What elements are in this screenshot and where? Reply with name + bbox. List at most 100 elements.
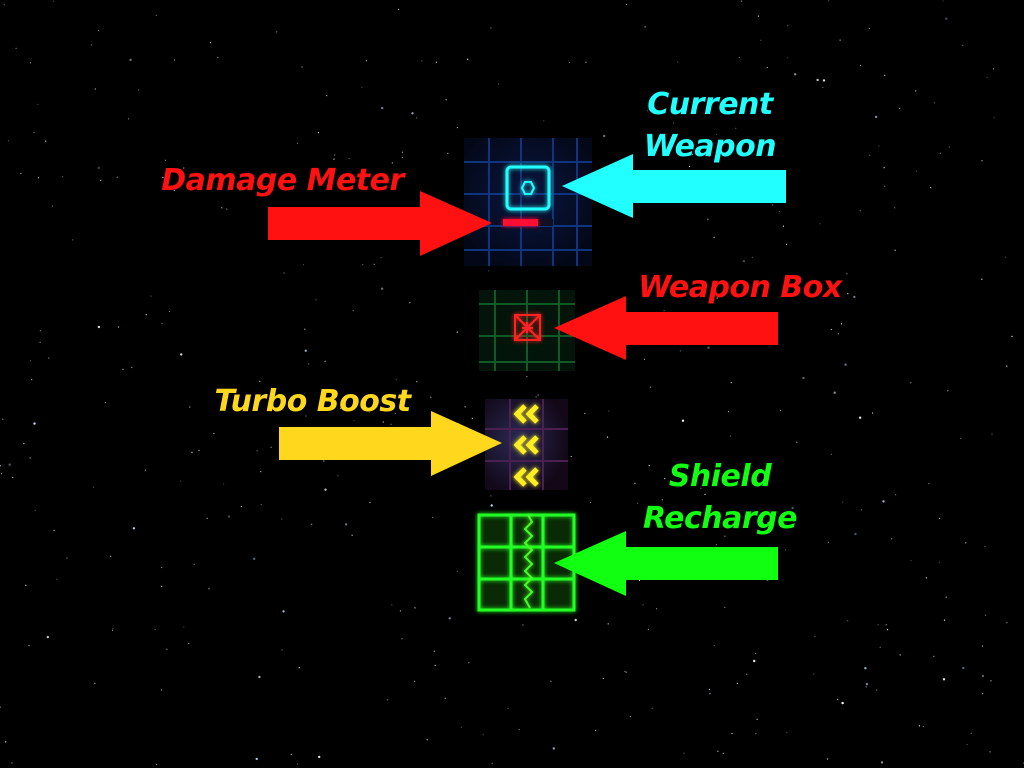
star — [981, 674, 985, 678]
star — [981, 160, 983, 162]
star — [847, 293, 849, 295]
star — [716, 133, 718, 136]
star — [1006, 365, 1008, 367]
star — [93, 486, 95, 488]
star — [894, 207, 896, 209]
star — [373, 263, 375, 265]
star — [180, 353, 183, 356]
star — [713, 236, 715, 239]
star — [369, 502, 371, 504]
shield-recharge-label-line1: Shield — [668, 459, 772, 494]
star — [846, 273, 848, 275]
star — [340, 407, 342, 409]
star — [731, 732, 733, 735]
star — [302, 264, 305, 266]
star — [910, 560, 912, 562]
star — [691, 153, 694, 155]
star — [48, 357, 50, 359]
star — [490, 27, 492, 29]
star — [161, 585, 163, 588]
star — [1011, 335, 1013, 337]
star — [990, 680, 992, 682]
star — [90, 44, 92, 46]
star — [23, 443, 25, 445]
star — [290, 753, 292, 755]
star — [12, 476, 14, 479]
star — [161, 566, 163, 569]
star — [643, 358, 646, 360]
star — [727, 411, 730, 413]
star — [217, 56, 219, 59]
star — [841, 701, 844, 705]
star — [154, 628, 156, 631]
star — [29, 62, 32, 64]
star — [858, 416, 862, 419]
weapon-box-arrow — [554, 296, 778, 360]
star — [227, 515, 231, 518]
star — [802, 376, 805, 380]
star — [700, 487, 702, 489]
star — [258, 675, 261, 679]
star — [334, 154, 336, 156]
star — [221, 207, 223, 209]
star — [715, 544, 718, 546]
star — [785, 549, 787, 551]
crossed-box-icon — [514, 314, 541, 341]
star — [543, 120, 545, 122]
turbo-boost-label: Turbo Boost — [214, 384, 411, 419]
star — [482, 734, 484, 736]
star — [37, 103, 39, 105]
star — [456, 570, 458, 573]
star — [351, 534, 353, 536]
star — [94, 88, 96, 90]
star — [877, 624, 879, 626]
star — [317, 132, 319, 134]
star — [910, 382, 912, 384]
star — [981, 645, 984, 647]
shield-recharge-label-line2: Recharge — [643, 501, 797, 536]
star — [716, 297, 718, 299]
star — [183, 626, 185, 628]
star — [259, 380, 261, 382]
star — [814, 635, 816, 638]
star — [915, 170, 918, 172]
star — [51, 205, 54, 207]
star — [490, 495, 492, 497]
star — [447, 152, 449, 154]
star — [460, 726, 462, 728]
star — [535, 396, 537, 398]
turbo-boost-tile — [485, 399, 568, 490]
star — [830, 453, 833, 455]
star — [398, 8, 400, 10]
star — [876, 689, 878, 691]
star — [651, 707, 653, 709]
star — [794, 73, 797, 76]
star — [981, 278, 983, 280]
star — [960, 437, 962, 440]
star — [276, 31, 278, 33]
star — [767, 521, 770, 524]
star — [595, 729, 597, 732]
star — [352, 310, 354, 312]
star — [939, 152, 942, 154]
star — [168, 310, 171, 313]
star — [880, 761, 884, 764]
star — [664, 478, 666, 480]
star — [966, 743, 968, 746]
star — [550, 680, 552, 682]
star — [122, 368, 124, 370]
star — [644, 26, 646, 28]
star — [5, 741, 7, 743]
star — [209, 42, 212, 44]
star — [444, 697, 446, 700]
star — [884, 185, 886, 187]
damage-meter-bar — [503, 219, 553, 226]
star — [786, 57, 789, 59]
star — [608, 410, 610, 412]
star — [947, 390, 949, 392]
star — [1, 473, 3, 475]
star — [323, 460, 325, 462]
star — [869, 154, 871, 156]
star — [822, 79, 826, 82]
